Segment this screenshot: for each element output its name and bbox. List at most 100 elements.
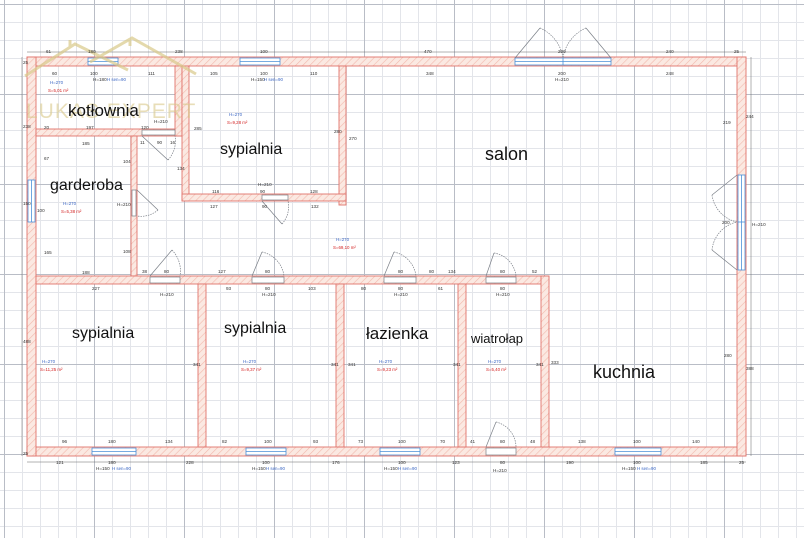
room-name-sypialnia-1: sypialnia — [220, 141, 282, 158]
dim-bot-in-4: 82 — [222, 439, 228, 444]
room-tags: H=270 S=5,01 m² H=270 S=9,28 m² H=270 S=… — [40, 80, 507, 372]
dim-syp1-o3: 132 — [311, 204, 319, 209]
dim-kot-door-h: H=210 — [154, 119, 168, 124]
dimension-lines — [21, 51, 752, 463]
dim-top-outer-5: 470 — [424, 49, 432, 54]
dim-win-top-1: H=180 — [93, 77, 107, 82]
room-area-salon: S=69,10 m² — [333, 245, 356, 250]
dim-syp1-s2: 134 — [177, 166, 185, 171]
dim-win-bot-3: H=150 — [384, 466, 398, 471]
room-height-sypialnia-2: H=270 — [42, 359, 56, 364]
dim-bot-in-11: 80 — [500, 439, 506, 444]
dim-bot-out-2: 180 — [108, 460, 116, 465]
room-name-wiatrolap: wiatrołap — [470, 331, 523, 346]
dim-bot-out-3: 228 — [186, 460, 194, 465]
dim-bot-out-1: 121 — [56, 460, 64, 465]
room-height-garderoba: H=270 — [63, 201, 77, 206]
dim-bot-out-8: 80 — [500, 460, 506, 465]
dim-kot-1: 197 — [86, 125, 94, 130]
door-sypialnia3 — [251, 251, 285, 284]
dim-corner-2: 25 — [739, 460, 745, 465]
watermark: LUKAS EXPERT — [24, 36, 197, 123]
dim-kot-6: 16 — [170, 140, 176, 145]
dim-kot-4: 11 — [140, 140, 145, 145]
dim-right-2: 219 — [723, 120, 731, 125]
dim-bot-out-11: 185 — [700, 460, 708, 465]
dim-sill-bot-3: H sen=90 — [398, 466, 417, 471]
dim-door-h-wiat: H=210 — [496, 292, 510, 297]
dim-syp1-o2: 90 — [262, 204, 268, 209]
dim-corner-1: 25 — [23, 60, 29, 65]
room-height-lazienka: H=270 — [379, 359, 393, 364]
door-sypialnia2 — [149, 249, 181, 284]
door-salon-terrace — [514, 27, 612, 59]
dim-left-4: 25 — [23, 451, 29, 456]
dim-bot-in-8: 100 — [398, 439, 406, 444]
dim-door-h-syp2: H=210 — [160, 292, 174, 297]
room-area-garderoba: S=5,38 m² — [61, 209, 82, 214]
dim-win-sill-top-2: H sen=90 — [264, 77, 283, 82]
room-area-kotlownia: S=5,01 m² — [48, 88, 69, 93]
dim-top-outer-8: 25 — [734, 49, 740, 54]
dim-syp1-s1: 285 — [194, 126, 202, 131]
wall-divider-3 — [457, 283, 467, 448]
door-garderoba — [131, 189, 159, 217]
window-salon-right — [737, 174, 746, 271]
dim-door-h-syp3: H=210 — [262, 292, 276, 297]
window-kuchnia — [614, 447, 662, 456]
room-name-kotlownia: kotłownia — [68, 101, 139, 120]
dim-bot-in-9: 70 — [440, 439, 446, 444]
dim-left-1: 238 — [23, 124, 31, 129]
wall-sypialnia1-left — [181, 65, 190, 202]
dim-room-side-3: 341 — [453, 362, 461, 367]
dim-room-side-4: 341 — [536, 362, 544, 367]
door-kotlownia — [141, 129, 176, 161]
door-salon-right — [711, 174, 738, 271]
room-height-wiatrolap: H=270 — [488, 359, 502, 364]
dim-top-inner-7: 348 — [426, 71, 434, 76]
wall-outer-top — [26, 56, 747, 67]
dim-kot-2: 20 — [44, 125, 50, 130]
dim-syp1-b1: 116 — [212, 189, 220, 194]
dim-kot-3: 120 — [141, 125, 149, 130]
room-area-lazienka: S=9,23 m² — [377, 367, 398, 372]
dim-win-top-2: H=150 — [251, 77, 265, 82]
dim-mid-6: 80 — [429, 269, 435, 274]
doors — [131, 27, 738, 456]
dim-sill-bot-2: H sen=90 — [266, 466, 285, 471]
dim-win-top-3: H=210 — [555, 77, 569, 82]
dim-syp1-b2: 90 — [260, 189, 266, 194]
dim-bot-in-12: 48 — [530, 439, 536, 444]
window-garderoba — [27, 179, 36, 223]
dim-gard-6: 108 — [123, 249, 131, 254]
dim-gard-1: 185 — [82, 141, 90, 146]
dim-bot-in-2: 180 — [108, 439, 116, 444]
dim-row-5: 80 — [361, 286, 367, 291]
room-labels: kotłownia sypialnia salon garderoba sypi… — [50, 101, 656, 382]
windows — [27, 57, 746, 456]
room-name-sypialnia-2: sypialnia — [72, 325, 134, 342]
dim-row-2: 93 — [226, 286, 232, 291]
window-salon-top — [514, 57, 612, 66]
dim-row-1: 227 — [92, 286, 100, 291]
dim-mid-8: 80 — [500, 269, 506, 274]
dim-top-outer-7: 240 — [666, 49, 674, 54]
dim-row-3: 80 — [265, 286, 271, 291]
dim-row-8: 80 — [500, 286, 506, 291]
dim-top-inner-5: 100 — [260, 71, 268, 76]
dim-bot-out-7: 123 — [452, 460, 460, 465]
wall-sypialnia1-right — [338, 65, 347, 206]
dim-gard-4: 188 — [82, 270, 90, 275]
room-name-salon: salon — [485, 144, 528, 164]
dim-mid-2: 80 — [164, 269, 170, 274]
dim-bot-in-10: 41 — [470, 439, 476, 444]
wall-divider-2 — [335, 283, 345, 448]
dim-top-outer-3: 238 — [175, 49, 183, 54]
dim-gard-2: 67 — [44, 156, 50, 161]
dim-win-bot-4: H=150 — [622, 466, 636, 471]
dim-mid-1: 38 — [142, 269, 148, 274]
dim-entrance-door-h: H=210 — [493, 468, 507, 473]
dim-win-bot-2: H=150 — [252, 466, 266, 471]
door-entrance — [485, 421, 517, 456]
room-height-sypialnia-1: H=270 — [229, 112, 243, 117]
